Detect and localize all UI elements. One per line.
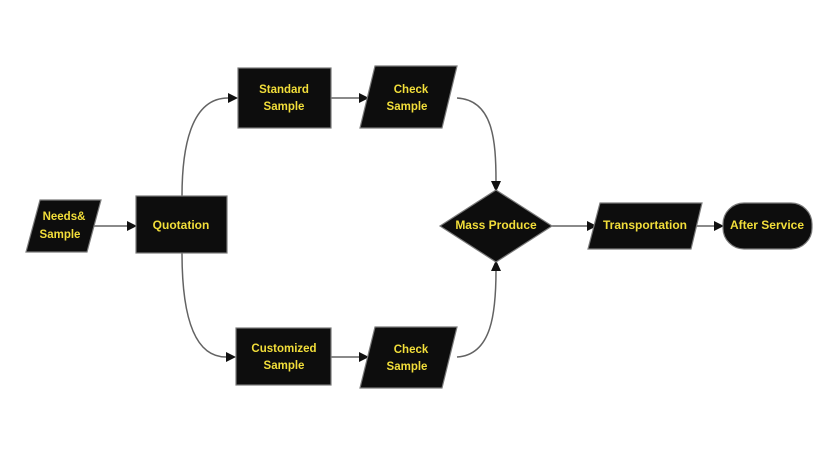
node-mass-produce[interactable]: Mass Produce: [438, 189, 554, 263]
rectangle-shape[interactable]: [235, 327, 332, 386]
parallelogram-shape[interactable]: [359, 65, 458, 129]
arrowhead-icon: [127, 221, 137, 231]
node-check-sample-bottom[interactable]: Check Sample: [359, 326, 458, 389]
edge-check-bottom-to-mass-produce: [456, 260, 501, 358]
arrowhead-icon: [226, 352, 236, 362]
node-transportation[interactable]: Transportation: [587, 202, 703, 250]
edge-customized-sample-to-check-bottom: [331, 352, 369, 362]
edge-line: [456, 97, 497, 183]
node-needs-sample[interactable]: Needs& Sample: [25, 199, 102, 253]
arrowhead-icon: [491, 260, 501, 271]
diamond-shape[interactable]: [438, 189, 554, 263]
edge-line: [456, 269, 497, 358]
arrowhead-icon: [228, 93, 238, 103]
node-check-sample-top[interactable]: Check Sample: [359, 65, 458, 129]
edge-needs-to-quotation: [93, 221, 137, 231]
edge-quotation-to-customized-sample: [181, 252, 236, 362]
parallelogram-shape[interactable]: [359, 326, 458, 389]
edge-line: [181, 252, 227, 358]
arrowhead-icon: [714, 221, 724, 231]
node-layer: Needs& Sample Quotation Standard Sample …: [25, 65, 813, 389]
edge-line: [181, 97, 229, 197]
edge-mass-produce-to-transportation: [552, 221, 597, 231]
arrowhead-icon: [359, 352, 369, 362]
node-standard-sample[interactable]: Standard Sample: [237, 67, 332, 129]
parallelogram-shape[interactable]: [25, 199, 102, 253]
arrowhead-icon: [491, 181, 501, 192]
parallelogram-shape[interactable]: [587, 202, 703, 250]
edge-quotation-to-standard-sample: [181, 93, 238, 197]
edge-check-top-to-mass-produce: [456, 97, 501, 192]
node-quotation[interactable]: Quotation: [135, 195, 228, 254]
edge-layer: [93, 93, 724, 362]
node-after-service[interactable]: After Service: [722, 202, 813, 250]
edge-standard-sample-to-check-top: [331, 93, 369, 103]
arrowhead-icon: [359, 93, 369, 103]
edge-transportation-to-after-service: [694, 221, 724, 231]
rectangle-shape[interactable]: [135, 195, 228, 254]
rectangle-shape[interactable]: [237, 67, 332, 129]
node-customized-sample[interactable]: Customized Sample: [235, 327, 332, 386]
arrowhead-icon: [587, 221, 597, 231]
rounded-rectangle-shape[interactable]: [722, 202, 813, 250]
